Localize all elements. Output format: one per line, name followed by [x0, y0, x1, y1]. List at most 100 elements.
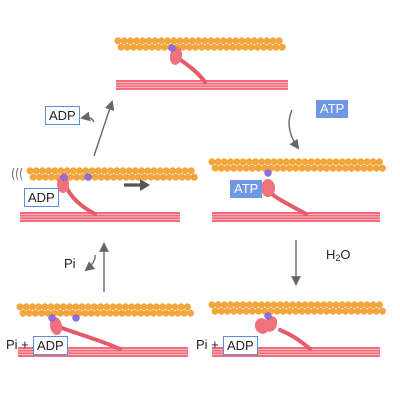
actin-bead [238, 37, 246, 45]
panel-hydrolysis [208, 301, 387, 357]
actin-bead [279, 307, 287, 315]
actin-bead [217, 164, 225, 172]
actin-bead [78, 303, 86, 311]
actin-bead [154, 43, 162, 51]
actin-bead [118, 309, 126, 317]
actin-bead [326, 158, 334, 166]
actin-bead [317, 164, 325, 172]
actin-bead [338, 158, 346, 166]
actin-bead [320, 158, 328, 166]
binding-site [60, 173, 68, 181]
actin-bead [227, 158, 235, 166]
actin-bead [172, 173, 180, 181]
actin-bead [178, 173, 186, 181]
actin-bead [82, 167, 90, 175]
adp-bound-label: ADP [24, 188, 59, 207]
actin-bead [107, 167, 115, 175]
binding-site [48, 314, 56, 322]
binding-site [264, 312, 272, 320]
arrow-atp-binding [288, 109, 300, 150]
actin-bead [320, 301, 328, 309]
motion-line [20, 167, 23, 181]
myosin-neck [60, 326, 122, 351]
actin-bead [48, 173, 56, 181]
actin-bead [254, 164, 262, 172]
actin-bead [208, 301, 216, 309]
actin-bead [97, 303, 105, 311]
arrow-adp-release [93, 100, 115, 157]
motion-line [16, 167, 19, 181]
actin-bead [245, 158, 253, 166]
actin-bead [244, 37, 252, 45]
actin-bead [375, 301, 383, 309]
actin-bead [250, 37, 258, 45]
actin-bead [375, 158, 383, 166]
actin-bead [279, 164, 287, 172]
actin-bead [100, 167, 108, 175]
adp-released-label: ADP [45, 106, 80, 125]
pi-plus-label-left: Pi + [6, 337, 29, 352]
actin-bead [354, 307, 362, 315]
actin-bead [357, 158, 365, 166]
actin-bead [264, 158, 272, 166]
actin-bead [143, 309, 151, 317]
actin-bead [42, 173, 50, 181]
actin-bead [313, 301, 321, 309]
actin-bead [363, 301, 371, 309]
actin-bead [292, 164, 300, 172]
actin-bead [253, 43, 261, 51]
actin-bead [156, 167, 164, 175]
actin-bead [372, 164, 380, 172]
actin-bead [177, 303, 185, 311]
actin-bead [286, 307, 294, 315]
actin-bead [329, 307, 337, 315]
actin-bead [182, 37, 190, 45]
pi-plus-label-right: Pi + [196, 337, 219, 352]
actin-bead [32, 167, 40, 175]
actin-bead [109, 303, 117, 311]
actin-bead [289, 301, 297, 309]
actin-bead [360, 164, 368, 172]
actin-bead [148, 43, 156, 51]
actin-bead [366, 307, 374, 315]
actin-bead [137, 309, 145, 317]
actin-bead [183, 303, 191, 311]
actin-bead [123, 43, 131, 51]
actin-bead [239, 301, 247, 309]
actin-bead [176, 37, 184, 45]
actin-bead [236, 307, 244, 315]
actin-bead [222, 43, 230, 51]
actin-bead [323, 307, 331, 315]
actin-bead [270, 158, 278, 166]
actin-bead [155, 309, 163, 317]
actin-bead [164, 37, 172, 45]
actin-bead [254, 307, 262, 315]
actin-bead [266, 43, 274, 51]
panel-pi-adp-bound [16, 303, 194, 357]
actin-bead [162, 309, 170, 317]
actin-bead [229, 43, 237, 51]
actin-bead [63, 309, 71, 317]
actin-bead [160, 43, 168, 51]
myosin-head [49, 317, 63, 335]
arrow-adp-out [80, 111, 95, 123]
atp-bind-label: ATP [316, 100, 349, 118]
arrow-pi-out [84, 254, 96, 272]
actin-bead [276, 301, 284, 309]
actin-bead [84, 303, 92, 311]
actin-bead [257, 37, 265, 45]
actin-bead [258, 301, 266, 309]
binding-site [72, 314, 80, 322]
actin-bead [310, 307, 318, 315]
atp-bound-label: ATP [230, 180, 263, 198]
actin-bead [263, 37, 271, 45]
actin-bead [133, 37, 141, 45]
actin-bead [242, 307, 250, 315]
actin-bead [103, 173, 111, 181]
actin-bead [32, 309, 40, 317]
actin-bead [379, 164, 387, 172]
actin-bead [354, 164, 362, 172]
actin-bead [260, 43, 268, 51]
actin-bead [204, 43, 212, 51]
